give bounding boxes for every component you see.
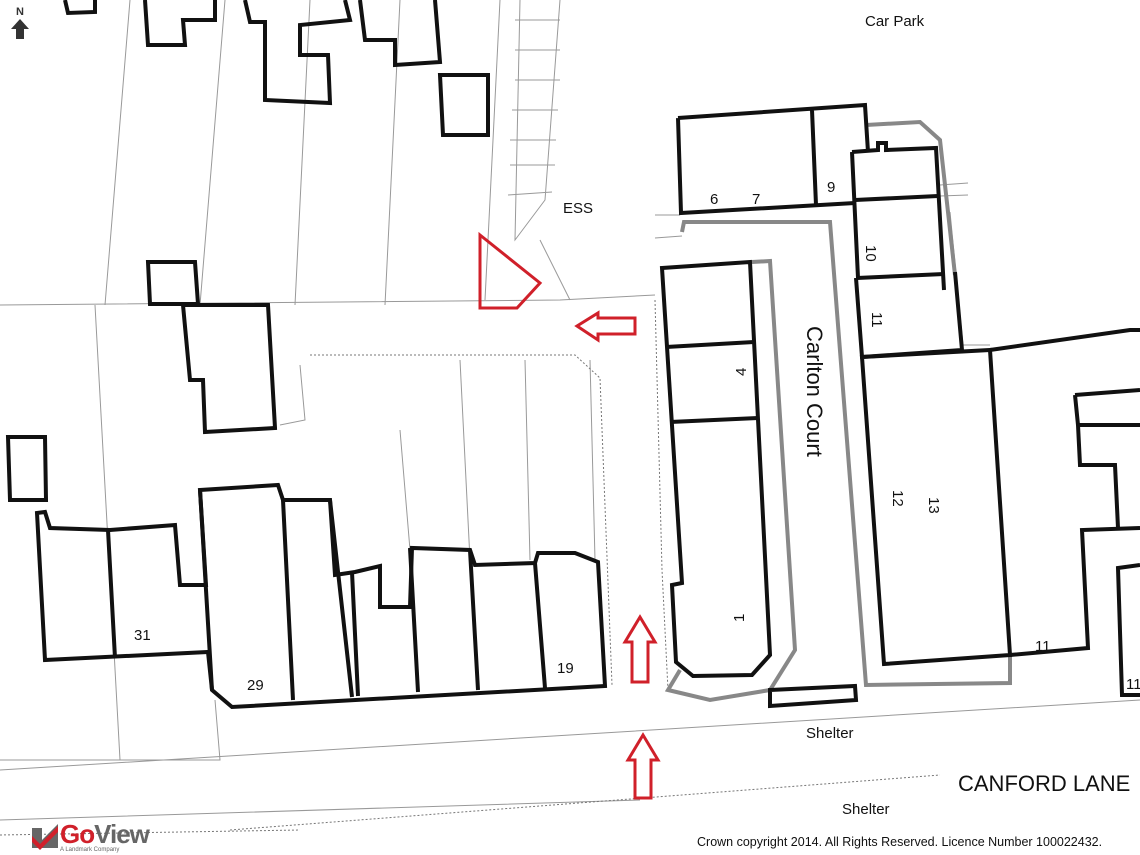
up-arrow-icon [625,732,661,800]
up-arrow-icon [622,614,658,684]
site-markers [478,231,661,800]
label-11-edge: 11 [1126,676,1140,693]
label-11-bottom: 11 [1035,638,1051,655]
footpaths [0,299,941,836]
label-carlton-court: Carlton Court [802,326,827,457]
left-arrow-icon [574,310,637,343]
label-31: 31 [134,627,151,644]
label-29: 29 [247,677,264,694]
label-ess: ESS [563,200,593,217]
label-9: 9 [827,179,835,196]
goview-check-icon [32,824,58,850]
north-arrow-icon [11,19,29,39]
goview-logo: GoView A Landmark Company [30,819,150,853]
label-10: 10 [862,245,879,262]
label-canford-lane: CANFORD LANE [958,771,1130,796]
label-12: 12 [889,490,906,507]
label-4: 4 [733,368,750,376]
copyright-notice: Crown copyright 2014. All Rights Reserve… [697,835,1103,849]
carlton-court-boundary [664,119,1012,703]
brand-go: Go [60,819,95,849]
north-label: N [16,6,24,18]
label-shelter-south: Shelter [842,801,890,818]
label-shelter-north: Shelter [806,725,854,742]
site-triangle-marker [478,231,543,310]
label-1: 1 [731,614,748,622]
north-indicator: N [10,6,30,43]
label-11-top: 11 [868,312,885,328]
brand-tagline: A Landmark Company [60,847,120,853]
label-13: 13 [925,497,942,514]
label-19: 19 [557,660,574,677]
buildings [5,0,1140,710]
property-boundaries [0,0,1140,821]
label-car-park: Car Park [865,13,925,30]
map-labels: Car Park ESS 6 7 9 10 11 4 1 Carlton Cou… [134,13,1140,818]
label-6: 6 [710,191,718,208]
brand-view: View [94,819,150,849]
label-7: 7 [752,191,760,208]
